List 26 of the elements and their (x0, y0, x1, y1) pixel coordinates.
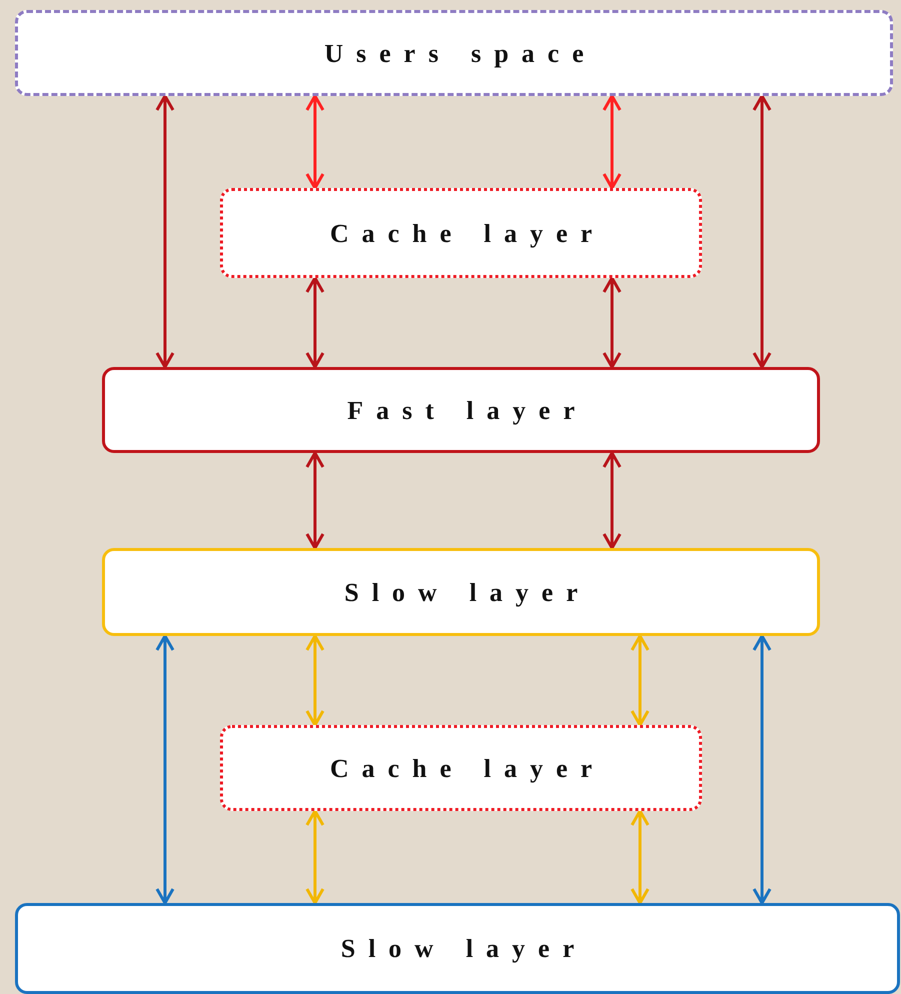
layer-label: Fast layer (346, 394, 588, 427)
layer-box (15, 10, 893, 96)
double-arrow (306, 276, 324, 368)
double-arrow (752, 94, 772, 368)
layer-box (102, 548, 820, 636)
layer-label: Cache layer (328, 752, 606, 785)
layer-label: Slow layer (340, 933, 588, 965)
double-arrow (306, 452, 324, 550)
cache-box (220, 725, 702, 811)
double-arrow (156, 634, 174, 904)
double-arrow (630, 634, 650, 726)
double-arrow (306, 94, 324, 190)
double-arrow (602, 452, 622, 550)
layer-label: Cache layer (328, 218, 606, 250)
cache-box (220, 188, 702, 278)
double-arrow (630, 810, 650, 904)
double-arrow (602, 276, 622, 368)
layer-label: Slow layer (343, 576, 591, 609)
double-arrow (602, 94, 622, 190)
double-arrow (156, 94, 174, 368)
double-arrow (752, 634, 772, 904)
double-arrow (306, 810, 324, 904)
layer-box (15, 903, 900, 994)
double-arrow (306, 634, 324, 726)
layer-box (102, 367, 820, 453)
layer-label: Users space (323, 38, 597, 70)
